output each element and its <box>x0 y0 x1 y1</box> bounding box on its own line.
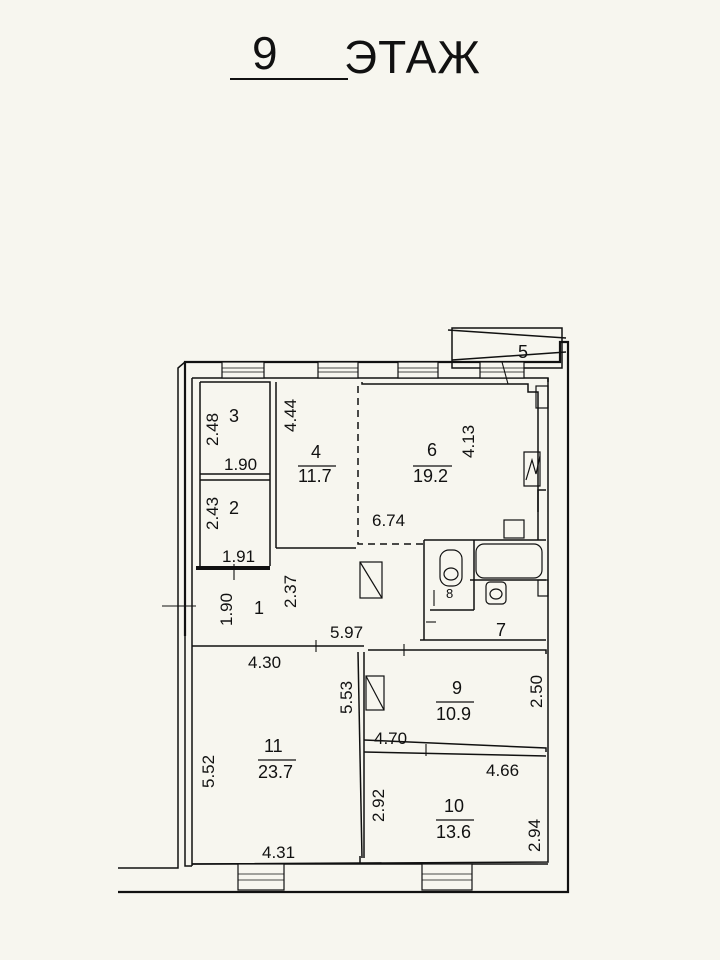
dim-room1-height: 1.90 <box>217 593 236 626</box>
room-5-number: 5 <box>518 342 528 362</box>
wardrobes <box>359 561 385 711</box>
room-11-number: 11 <box>264 736 283 756</box>
dim-corridor-length: 5.97 <box>330 623 363 642</box>
floor-word: ЭТАЖ <box>344 31 481 83</box>
dim-room11-top: 4.30 <box>248 653 281 672</box>
room-8-number: 8 <box>446 586 453 601</box>
dim-room11-left: 5.52 <box>199 755 218 788</box>
dim-room11-right: 5.53 <box>337 681 356 714</box>
dim-room1-depth: 2.37 <box>281 575 300 608</box>
room-10-number: 10 <box>444 796 464 816</box>
room-11-area: 23.7 <box>258 762 293 782</box>
room-10-area: 13.6 <box>436 822 471 842</box>
dimension-labels: 2.48 1.90 2.43 1.91 1.90 2.37 4.44 4.13 … <box>199 399 546 862</box>
dim-room2-height: 2.43 <box>203 497 222 530</box>
plumbing-fixtures <box>439 385 549 605</box>
door-swings <box>162 361 509 756</box>
room-6-number: 6 <box>427 440 437 460</box>
room-1-number: 1 <box>254 598 264 618</box>
room-6-area: 19.2 <box>413 466 448 486</box>
interior-walls <box>192 381 547 864</box>
outer-walls <box>118 340 570 894</box>
dim-room9-width: 4.70 <box>374 729 407 748</box>
floor-underline <box>230 78 348 80</box>
dim-room11-bottom: 4.31 <box>262 843 295 862</box>
windows <box>221 361 525 891</box>
dim-room3-height: 2.48 <box>203 413 222 446</box>
dim-room2-width: 1.91 <box>222 547 255 566</box>
room-3-number: 3 <box>229 406 239 426</box>
dim-room3-width: 1.90 <box>224 455 257 474</box>
room-2-number: 2 <box>229 498 239 518</box>
balcony <box>447 327 567 369</box>
dim-room4-height: 4.44 <box>281 399 300 432</box>
room-9-number: 9 <box>452 678 462 698</box>
dim-room6-width: 6.74 <box>372 511 405 530</box>
dim-room10-top: 4.66 <box>486 761 519 780</box>
room-7-number: 7 <box>496 620 506 640</box>
room-4-area: 11.7 <box>298 466 332 486</box>
floor-number: 9 <box>252 27 279 79</box>
threshold-mark <box>196 566 270 570</box>
room-labels: 3 2 1 4 11.7 5 6 19.2 7 8 9 10.9 10 13.6… <box>229 342 528 842</box>
dim-room6-height: 4.13 <box>459 425 478 458</box>
dim-room9-height: 2.50 <box>527 675 546 708</box>
dim-room10-left: 2.92 <box>369 789 388 822</box>
room-9-area: 10.9 <box>436 704 471 724</box>
dim-room10-right: 2.94 <box>525 819 544 852</box>
room-4-number: 4 <box>311 442 321 462</box>
